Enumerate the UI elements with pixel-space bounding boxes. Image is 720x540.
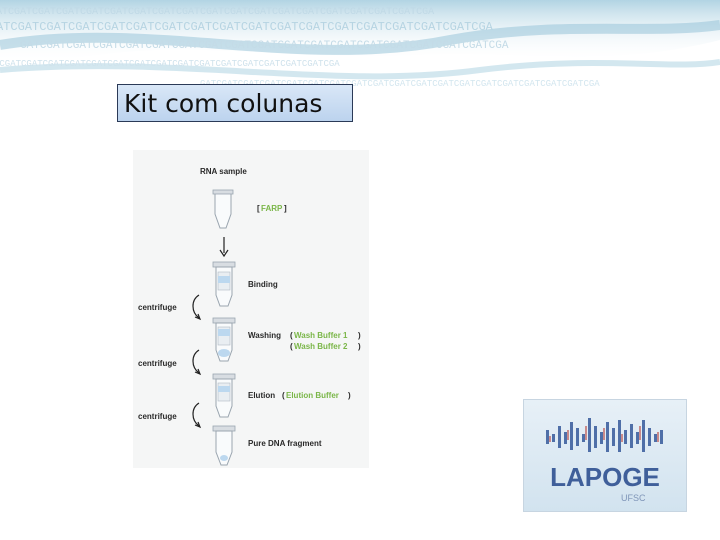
dna-text-line: GATCGATCGATCGATCGATCGATCGATCGATCGATCGATC…: [0, 59, 340, 69]
centrifuge-label: centrifuge: [138, 303, 177, 312]
dna-wave-graphic: GATCGATCGATCGATCGATCGATCGATCGATCGATCGATC…: [0, 0, 720, 100]
wash-buffer-2-label: Wash Buffer 2: [294, 342, 348, 351]
wash-buffer-1-label: Wash Buffer 1: [294, 331, 348, 340]
centrifuge-label: centrifuge: [138, 359, 177, 368]
bracket-open: (: [290, 342, 293, 351]
curved-arrow-icon: [193, 403, 200, 427]
column-tube-icon: [213, 374, 235, 417]
bracket-close: ): [358, 342, 361, 351]
dna-text-line: GATCGATCGATCGATCGATCGATCGATCGATCGATCGATC…: [20, 40, 509, 52]
bracket-close: ): [358, 331, 361, 340]
curved-arrow-icon: [193, 295, 200, 319]
dna-text-line: GATCGATCGATCGATCGATCGATCGATCGATCGATCGATC…: [0, 7, 434, 18]
column-tube-icon: [213, 262, 235, 306]
column-kit-workflow-figure: RNA sample [ FARP ] Binding centrifuge: [133, 150, 369, 468]
lapoge-logo: LAPOGE UFSC: [523, 399, 687, 512]
sequence-bars-graphic: [524, 408, 688, 468]
slide-title: Kit com colunas: [117, 84, 353, 122]
step-label-washing: Washing: [248, 331, 281, 340]
bracket-open: (: [290, 331, 293, 340]
step-label-elution: Elution: [248, 391, 275, 400]
dna-banner: GATCGATCGATCGATCGATCGATCGATCGATCGATCGATC…: [0, 0, 720, 100]
bracket-close: ]: [284, 204, 287, 213]
logo-name: LAPOGE: [524, 462, 686, 493]
sample-tube-icon: [213, 190, 233, 228]
logo-subtitle: UFSC: [621, 493, 646, 503]
bracket-close: ): [348, 391, 351, 400]
bracket-open: (: [282, 391, 285, 400]
step-label-rna-sample: RNA sample: [200, 167, 247, 176]
sample-tube-icon: [213, 426, 235, 465]
curved-arrow-icon: [193, 350, 200, 374]
dna-text-line: GATCGATCGATCGATCGATCGATCGATCGATCGATCGATC…: [0, 20, 494, 34]
down-arrow-icon: [220, 237, 228, 256]
step-label-farp: FARP: [261, 204, 283, 213]
centrifuge-label: centrifuge: [138, 412, 177, 421]
elution-buffer-label: Elution Buffer: [286, 391, 339, 400]
bracket-open: [: [257, 204, 260, 213]
step-label-pure-fragment: Pure DNA fragment: [248, 439, 322, 448]
column-tube-icon: [213, 318, 235, 361]
step-label-binding: Binding: [248, 280, 278, 289]
